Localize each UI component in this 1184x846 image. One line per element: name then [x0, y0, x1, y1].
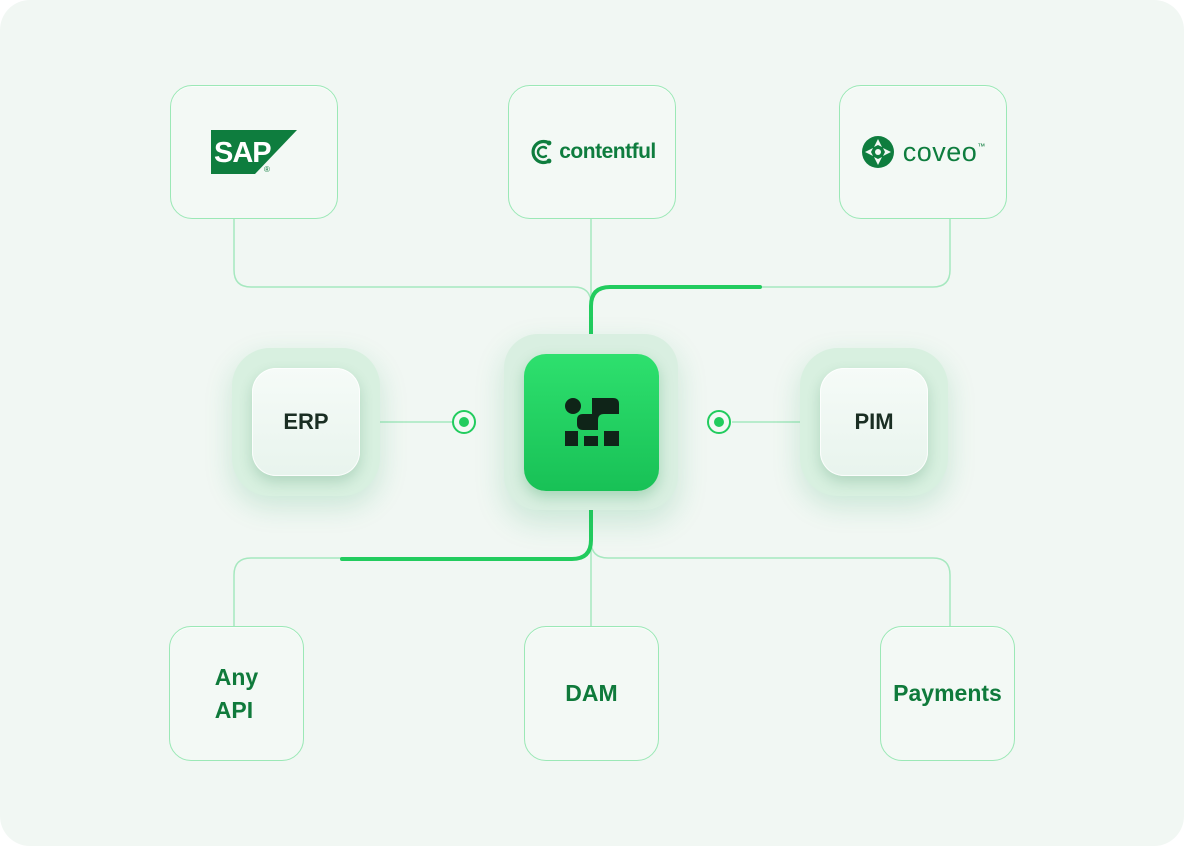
- connection-dot-icon: [707, 410, 731, 434]
- active-wire-bottom: [340, 506, 593, 561]
- integration-card-coveo[interactable]: coveo ™: [839, 85, 1007, 219]
- payments-label: Payments: [893, 680, 1002, 706]
- integration-card-payments[interactable]: Payments: [880, 626, 1015, 761]
- wire-coveo: [590, 219, 951, 305]
- integration-card-contentful[interactable]: contentful: [508, 85, 676, 219]
- coveo-wordmark: coveo: [902, 136, 978, 167]
- contentful-logo: [531, 139, 552, 165]
- trademark-mark: ™: [977, 141, 986, 151]
- any-api-line-2: API: [214, 696, 254, 723]
- integration-card-any-api[interactable]: Any API: [169, 626, 304, 761]
- erp-module[interactable]: ERP: [232, 348, 380, 496]
- pim-module[interactable]: PIM: [800, 348, 948, 496]
- svg-text:SAP: SAP: [214, 137, 271, 169]
- dam-label: DAM: [565, 680, 618, 706]
- svg-text:®: ®: [264, 165, 270, 174]
- active-wire-top: [589, 285, 762, 340]
- integration-card-dam[interactable]: DAM: [524, 626, 659, 761]
- contentful-wordmark: contentful: [559, 140, 656, 163]
- pim-label: PIM: [820, 368, 928, 476]
- coveo-logo: [861, 136, 894, 168]
- integration-card-sap[interactable]: SAP ®: [170, 85, 338, 219]
- any-api-line-1: Any: [214, 663, 259, 690]
- erp-label: ERP: [252, 368, 360, 476]
- wire-payments: [590, 540, 951, 626]
- wire-any-api: [233, 510, 592, 626]
- wire-sap: [233, 219, 592, 340]
- connection-dot-icon: [452, 410, 476, 434]
- platform-hub[interactable]: [524, 354, 659, 491]
- platform-hub-icon: [565, 398, 619, 446]
- sap-logo: SAP ®: [211, 130, 297, 174]
